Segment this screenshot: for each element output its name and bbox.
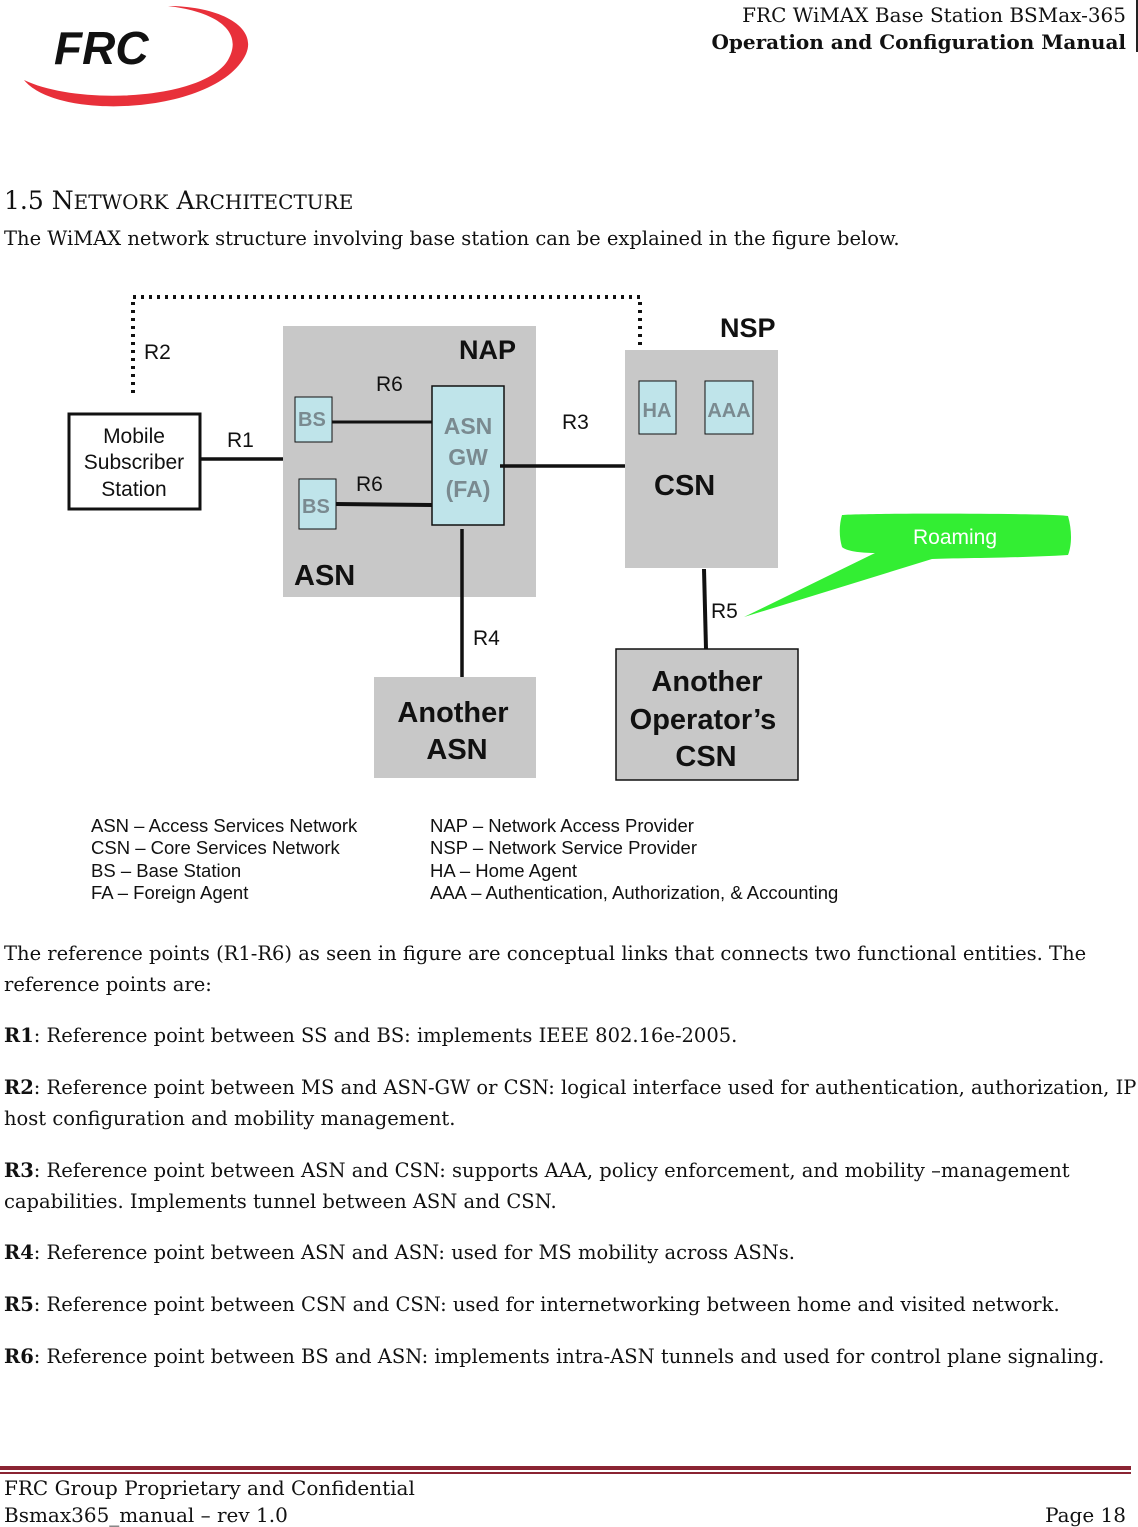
document-header: FRC WiMAX Base Station BSMax-365 Operati… — [711, 2, 1126, 56]
r5-link — [702, 568, 708, 650]
bs-box-2 — [298, 478, 337, 530]
r4-description: : Reference point between ASN and ASN: u… — [33, 1241, 795, 1264]
ha-box — [638, 380, 677, 435]
section-heading: 1.5 NETWORK ARCHITECTURE — [4, 186, 353, 215]
legend-item-ha: HA – Home Agent — [430, 860, 577, 881]
reference-r1: R1: Reference point between SS and BS: i… — [4, 1020, 737, 1051]
reference-r2: R2: Reference point between MS and ASN-G… — [4, 1072, 1136, 1134]
r1-description: : Reference point between SS and BS: imp… — [33, 1024, 738, 1047]
r3-description: : Reference point between ASN and CSN: s… — [33, 1159, 1070, 1182]
label-another-csn-3: CSN — [675, 741, 736, 773]
r3-term: R3 — [4, 1159, 34, 1182]
frc-logo: FRC — [24, 6, 249, 107]
r6-description: : Reference point between BS and ASN: im… — [33, 1345, 1105, 1368]
legend-item-bs: BS – Base Station — [91, 860, 241, 881]
label-r6-2: R6 — [356, 473, 383, 496]
r5-term: R5 — [4, 1293, 34, 1316]
footer-confidential: FRC Group Proprietary and Confidential — [4, 1476, 415, 1500]
r5-description: : Reference point between CSN and CSN: u… — [33, 1293, 1060, 1316]
label-mss-3: Station — [101, 478, 166, 501]
legend-left: ASN – Access Services Network CSN – Core… — [91, 815, 358, 903]
header-subtitle: Operation and Configuration Manual — [711, 30, 1126, 54]
section-title-word2-rest: RCHITECTURE — [194, 190, 354, 214]
legend-item-csn: CSN – Core Services Network — [91, 837, 341, 858]
label-asn-gw-2: GW — [448, 444, 488, 470]
r2-description: : Reference point between MS and ASN-GW … — [33, 1076, 1137, 1099]
reference-r4: R4: Reference point between ASN and ASN:… — [4, 1237, 795, 1268]
roaming-callout — [744, 513, 1071, 617]
legend-item-fa: FA – Foreign Agent — [91, 882, 248, 903]
logo-text: FRC — [54, 22, 149, 74]
r1-term: R1 — [4, 1024, 34, 1047]
reference-r5: R5: Reference point between CSN and CSN:… — [4, 1289, 1060, 1320]
r6-link-2 — [335, 502, 433, 507]
label-r2: R2 — [144, 341, 171, 364]
footer-doc-revision: Bsmax365_manual – rev 1.0 — [4, 1503, 288, 1527]
network-architecture-diagram: R2 NAP ASN BS BS ASN GW (FA) R6 R6 Mobil… — [67, 295, 1071, 903]
legend-right: NAP – Network Access Provider NSP – Netw… — [430, 815, 838, 903]
aaa-box — [704, 380, 754, 435]
reference-r6: R6: Reference point between BS and ASN: … — [4, 1341, 1104, 1372]
r3-description-line2: capabilities. Implements tunnel between … — [4, 1190, 557, 1213]
section-title-word2-initial: A — [176, 186, 195, 215]
r2-description-line2: host configuration and mobility manageme… — [4, 1107, 456, 1130]
legend-item-nsp: NSP – Network Service Provider — [430, 837, 697, 858]
section-title-word1-rest: ETWORK — [73, 190, 169, 214]
r2-dotted-link — [131, 295, 642, 393]
label-aaa: AAA — [707, 400, 750, 422]
label-ha: HA — [643, 400, 672, 422]
legend-item-asn: ASN – Access Services Network — [91, 815, 358, 836]
footer-rule-thin — [0, 1472, 1131, 1474]
section-title-word1-initial: N — [51, 186, 74, 215]
label-r5: R5 — [711, 600, 738, 623]
label-another-csn-2: Operator’s — [630, 704, 777, 736]
label-nap: NAP — [459, 335, 516, 365]
label-r1: R1 — [227, 429, 254, 452]
legend-item-aaa: AAA – Authentication, Authorization, & A… — [430, 882, 838, 903]
label-mss-2: Subscriber — [84, 451, 184, 474]
label-mss-1: Mobile — [103, 425, 165, 448]
label-nsp: NSP — [720, 313, 776, 343]
label-asn-gw-3: (FA) — [446, 476, 491, 502]
r2-term: R2 — [4, 1076, 34, 1099]
label-r4: R4 — [473, 627, 500, 650]
header-title: FRC WiMAX Base Station BSMax-365 — [742, 3, 1126, 27]
label-roaming: Roaming — [913, 526, 997, 549]
reference-intro-line1: The reference points (R1-R6) as seen in … — [4, 942, 1087, 965]
reference-points-intro: The reference points (R1-R6) as seen in … — [4, 938, 1086, 1000]
another-asn-box — [374, 677, 536, 778]
r6-term: R6 — [4, 1345, 34, 1368]
label-csn: CSN — [654, 470, 715, 502]
header-divider — [1136, 0, 1138, 52]
label-another-csn-1: Another — [651, 666, 762, 698]
bs-box-1 — [294, 396, 333, 443]
footer-rule-thick — [0, 1466, 1131, 1470]
label-another-asn-2: ASN — [426, 734, 487, 766]
reference-r3: R3: Reference point between ASN and CSN:… — [4, 1155, 1070, 1217]
label-asn-gw-1: ASN — [444, 413, 493, 439]
label-bs-2: BS — [302, 496, 330, 518]
asn-gw-box — [431, 385, 505, 526]
label-bs-1: BS — [298, 409, 326, 431]
label-asn: ASN — [294, 560, 355, 592]
another-operator-csn-box — [615, 648, 799, 781]
footer-page-number: Page 18 — [1045, 1503, 1126, 1527]
reference-intro-line2: reference points are: — [4, 973, 212, 996]
label-r6-1: R6 — [376, 373, 403, 396]
legend-item-nap: NAP – Network Access Provider — [430, 815, 694, 836]
section-number: 1.5 — [4, 186, 44, 215]
section-intro: The WiMAX network structure involving ba… — [4, 227, 900, 250]
label-r3: R3 — [562, 411, 589, 434]
mobile-subscriber-station-box — [67, 412, 202, 511]
r4-term: R4 — [4, 1241, 34, 1264]
label-another-asn-1: Another — [397, 697, 508, 729]
